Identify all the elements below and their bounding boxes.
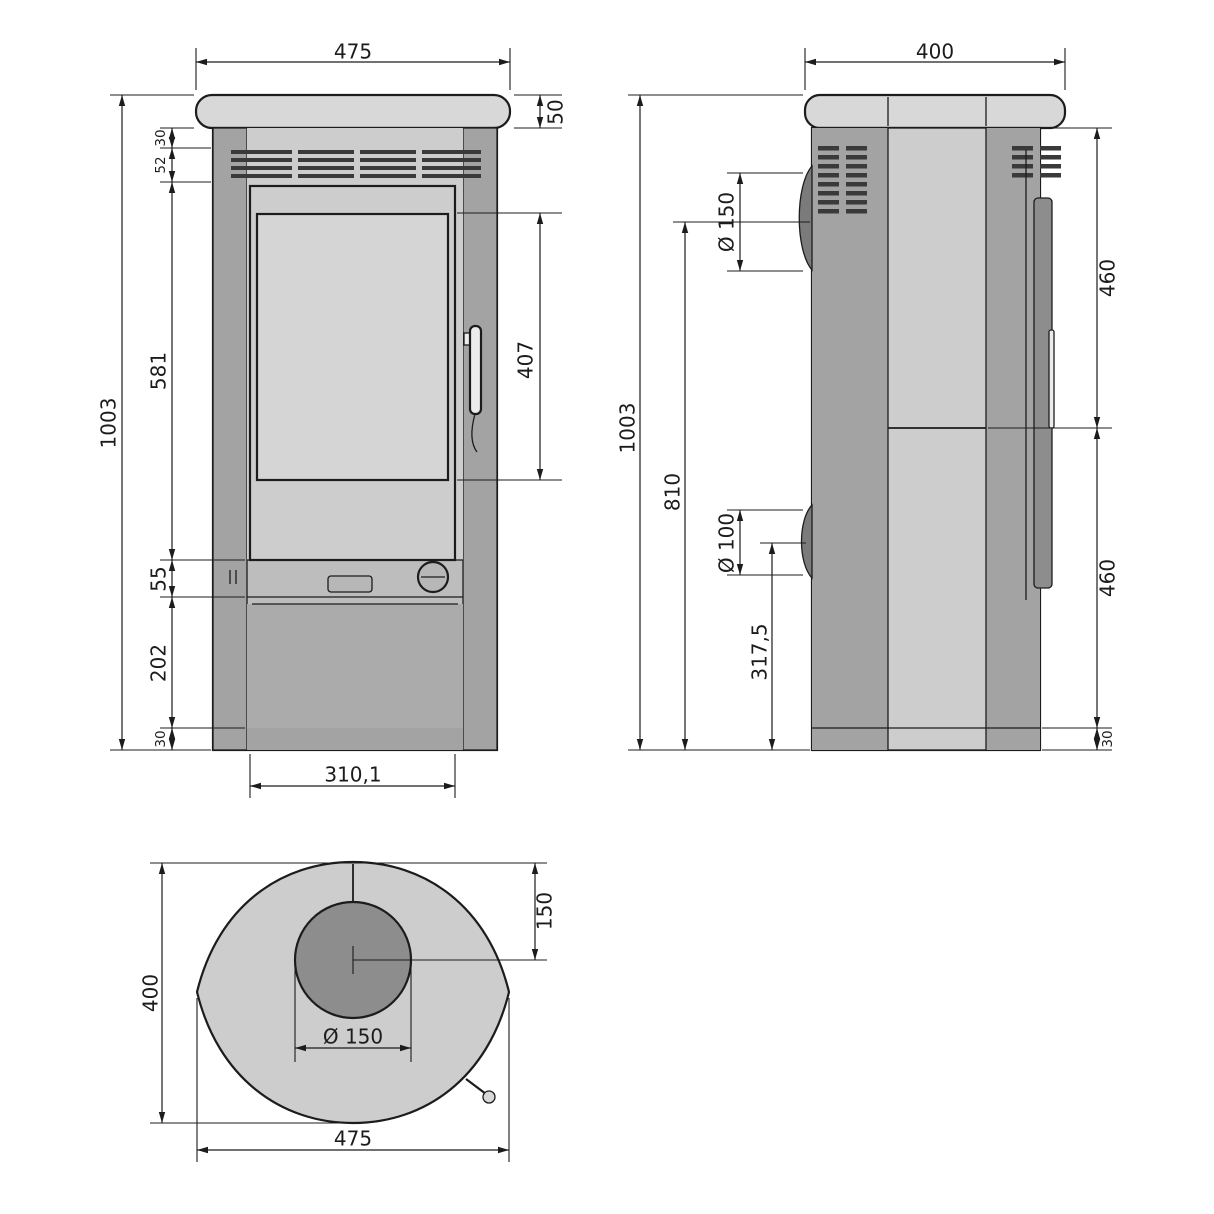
side-front-panel bbox=[986, 128, 1040, 750]
door-handle-rod bbox=[471, 413, 478, 453]
front-right-column bbox=[462, 127, 498, 751]
dim-label-upper-panel: 460 bbox=[1096, 259, 1120, 297]
top-handle-knob bbox=[482, 1090, 496, 1104]
side-front-vent bbox=[1012, 144, 1062, 182]
door-handle bbox=[468, 324, 483, 416]
dim-label-side-base-strip: 30 bbox=[1100, 730, 1116, 747]
dim-label-vent-band: 52 bbox=[153, 156, 169, 173]
front-plinth-panel bbox=[247, 604, 463, 728]
dim-label-flue-diameter: Ø 150 bbox=[715, 192, 739, 252]
air-inlet-collar bbox=[800, 503, 813, 580]
side-top-plate bbox=[803, 93, 1067, 130]
side-dimensions: 400 1003 810 Ø 150 Ø 100 317,5 460 460 3… bbox=[616, 40, 1120, 751]
dim-label-door-width: 310,1 bbox=[324, 763, 381, 787]
dim-label-side-overall-height: 1003 bbox=[616, 403, 640, 454]
dim-label-top-gap: 30 bbox=[153, 129, 169, 146]
side-stove-object bbox=[798, 93, 1067, 752]
top-view: 400 150 Ø 150 475 bbox=[139, 860, 557, 1162]
dim-label-flue-offset: 150 bbox=[533, 892, 557, 930]
dim-label-inlet-diameter: Ø 100 bbox=[715, 513, 739, 573]
dim-label-front-overall-height: 1003 bbox=[97, 398, 121, 449]
side-door-handle bbox=[1048, 329, 1055, 429]
dim-label-glass-height: 407 bbox=[514, 341, 538, 379]
dim-label-plinth: 202 bbox=[147, 644, 171, 682]
dim-label-flue-center-height: 810 bbox=[661, 473, 685, 511]
top-dimensions: 400 150 Ø 150 475 bbox=[139, 862, 557, 1162]
vent-divider bbox=[416, 147, 422, 182]
ash-drawer-handle bbox=[327, 575, 373, 593]
top-handle-stem bbox=[465, 1078, 487, 1095]
front-stove-object bbox=[194, 93, 512, 752]
dim-label-top-depth: 400 bbox=[139, 974, 163, 1012]
side-view: 400 1003 810 Ø 150 Ø 100 317,5 460 460 3… bbox=[616, 40, 1120, 752]
front-dimensions: 475 50 30 52 581 1003 55 202 30 407 310,… bbox=[97, 40, 568, 798]
side-center-column bbox=[887, 127, 987, 751]
dim-label-lower-panel: 460 bbox=[1096, 559, 1120, 597]
dim-label-control-band: 55 bbox=[147, 566, 171, 591]
side-back-panel bbox=[812, 128, 888, 750]
dim-label-top-flue-diameter: Ø 150 bbox=[323, 1025, 383, 1049]
front-view: 475 50 30 52 581 1003 55 202 30 407 310,… bbox=[97, 40, 568, 798]
dim-label-front-base-strip: 30 bbox=[153, 730, 169, 747]
dim-label-overall-depth: 400 bbox=[916, 40, 954, 64]
dim-label-inlet-center-height: 317,5 bbox=[748, 623, 772, 680]
front-top-plate bbox=[194, 93, 512, 130]
front-left-column bbox=[212, 127, 248, 751]
dim-label-top-width: 475 bbox=[334, 1127, 372, 1151]
side-rear-vent bbox=[818, 144, 868, 216]
vent-divider bbox=[354, 147, 360, 182]
dim-label-front-overall-width: 475 bbox=[334, 40, 372, 64]
dim-label-top-plate: 50 bbox=[544, 99, 568, 124]
front-base-strip bbox=[247, 728, 463, 750]
front-door-glass bbox=[255, 212, 450, 482]
flue-outlet-collar bbox=[798, 164, 813, 272]
vent-divider bbox=[292, 147, 298, 182]
dim-label-door-zone: 581 bbox=[147, 352, 171, 390]
